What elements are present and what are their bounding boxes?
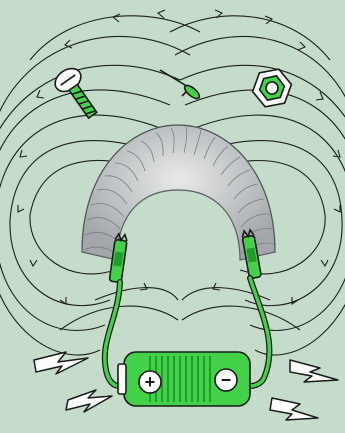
battery-positive-terminal: + (139, 371, 161, 393)
negative-symbol: − (221, 370, 232, 390)
tack-icon (160, 70, 201, 101)
positive-symbol: + (145, 372, 156, 392)
hex-nut-icon (249, 63, 295, 112)
screw-icon (51, 64, 104, 123)
battery-icon: + − (118, 352, 250, 406)
battery-negative-terminal: − (215, 369, 237, 391)
